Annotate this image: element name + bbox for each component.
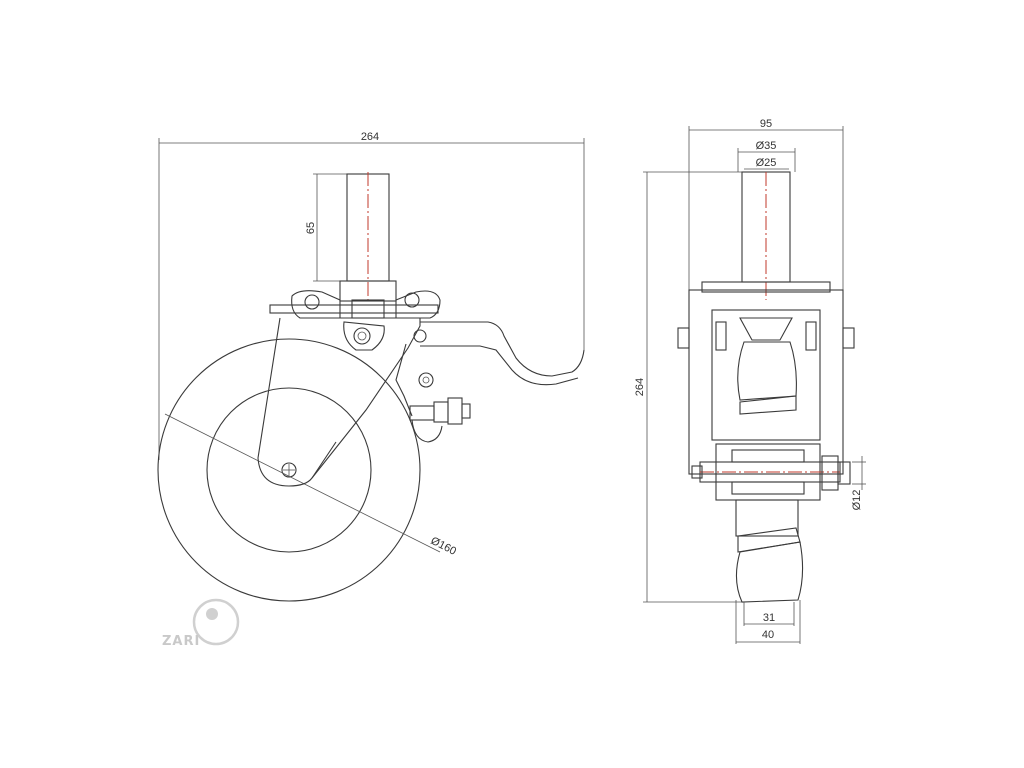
side-view: 264 65 (157, 131, 585, 602)
dim-tread-width-label: 31 (763, 612, 775, 624)
tread-lower (735, 499, 804, 603)
dim-overall-height: 264 (634, 171, 742, 603)
tread-upper (716, 341, 820, 441)
dim-stem-height: 65 (305, 173, 348, 282)
logo-text: ZARI (162, 634, 200, 649)
zari-logo: ZARI (162, 598, 240, 649)
axle-assembly: Ø12 (691, 443, 866, 511)
dim-wheel-width-label: 40 (762, 629, 774, 641)
brake-pedal (343, 321, 585, 417)
housing (677, 289, 855, 475)
dim-wheel-diameter-label: Ø160 (429, 535, 458, 558)
dim-overall-width-label: 95 (760, 118, 772, 130)
dim-wheel-width: 40 (735, 600, 801, 644)
dim-axle-diameter-label: Ø12 (851, 490, 863, 511)
stem (339, 172, 397, 302)
dim-stem-height-label: 65 (305, 222, 317, 234)
dim-stem-inner-diameter-label: Ø25 (756, 157, 777, 169)
fork-arm (257, 317, 421, 487)
dim-tread-width: 31 (743, 602, 795, 626)
front-view: 95 Ø35 Ø25 264 (634, 118, 866, 644)
dim-overall-height-label: 264 (634, 378, 646, 396)
top-plate (269, 290, 441, 319)
dim-stem-inner-diameter: Ø25 (744, 157, 789, 170)
dim-overall-width: 95 (688, 118, 844, 290)
locking-bolt (409, 397, 471, 443)
dim-overall-length: 264 (158, 131, 585, 460)
wheel: Ø160 (157, 338, 458, 602)
dim-overall-length-label: 264 (361, 131, 379, 143)
dim-stem-outer-diameter: Ø35 (737, 140, 796, 172)
front-stem (701, 171, 831, 300)
dim-stem-outer-diameter-label: Ø35 (756, 140, 777, 152)
